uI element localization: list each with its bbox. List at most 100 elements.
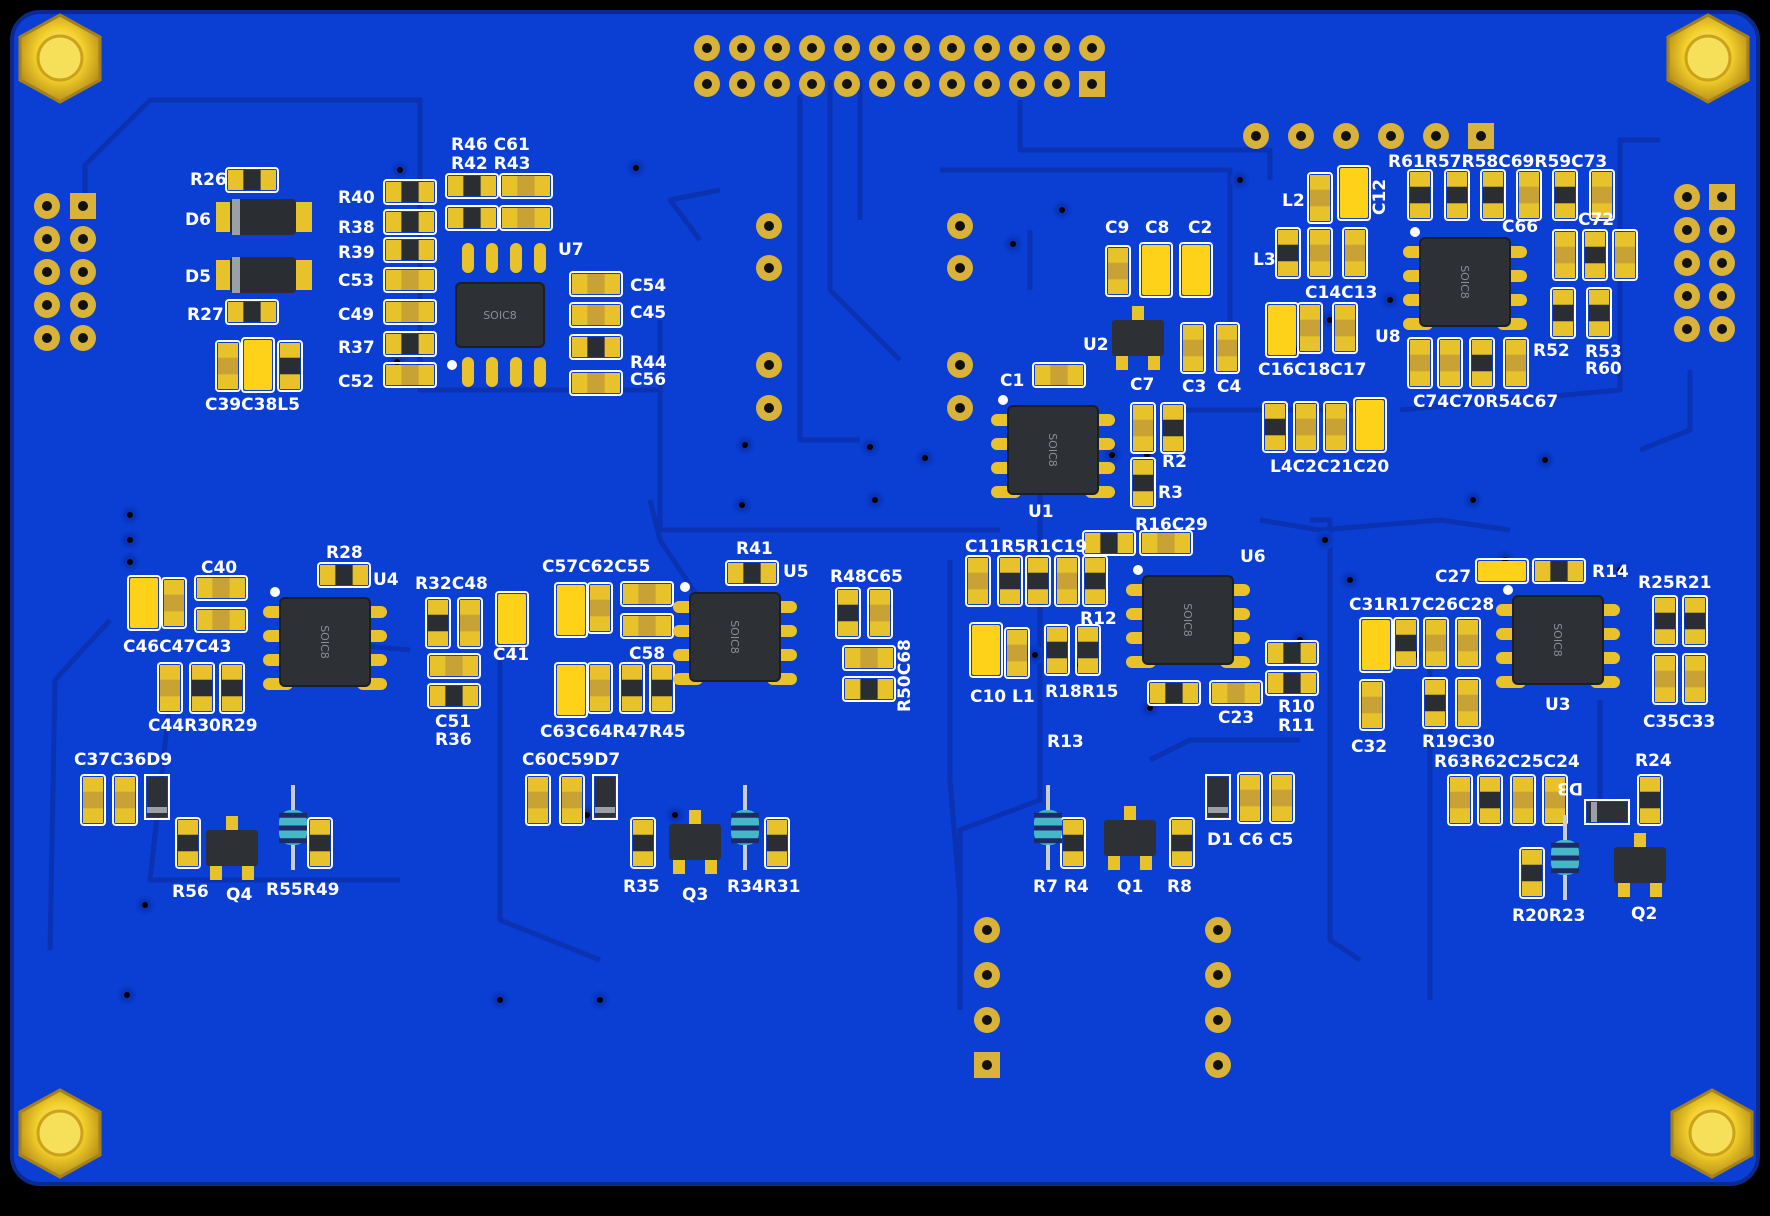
smd-resistor [1422, 677, 1448, 729]
tantalum-capacitor [241, 337, 275, 393]
smd-resistor [1082, 530, 1136, 556]
soic8-chip-icon: SOIC8 [1403, 227, 1527, 330]
pin-hole [1682, 291, 1692, 301]
pin-header-icon [34, 35, 1735, 1078]
ref-U6: U6 [1240, 547, 1266, 567]
pin-hole [1087, 43, 1097, 53]
tantalum-capacitor [554, 582, 588, 638]
smd-capacitor [1455, 677, 1481, 729]
pin-hole [1052, 79, 1062, 89]
pin-hole [1017, 79, 1027, 89]
smd-capacitor [1612, 229, 1638, 281]
axial-resistor-icon [1034, 785, 1062, 870]
pin-hole [737, 43, 747, 53]
via-hole [1059, 207, 1065, 213]
pin-hole [764, 403, 774, 413]
ref-R53: R53 [1585, 342, 1622, 362]
smd-capacitor [867, 587, 893, 639]
tantalum-capacitor [1337, 165, 1371, 221]
mounting-hole-icon [1666, 13, 1750, 104]
ref-R2: R2 [1162, 452, 1187, 472]
smd-resistor [1044, 624, 1070, 676]
ref-R10: R10 [1278, 697, 1315, 717]
smd-resistor [1265, 640, 1319, 666]
smd-resistor [1586, 287, 1612, 339]
ref-U5: U5 [783, 562, 809, 582]
ref-C9: C9 [1105, 218, 1129, 238]
smd-resistor [307, 817, 333, 869]
ref-U8: U8 [1375, 327, 1401, 347]
ref-R37: R37 [338, 338, 375, 358]
smd-capacitor [1269, 772, 1295, 824]
pin-hole [42, 333, 52, 343]
diode-icon [216, 257, 312, 293]
smd-resistor [842, 676, 896, 702]
smd-capacitor [569, 370, 623, 396]
smd-capacitor [157, 662, 183, 714]
smd-capacitor [1542, 774, 1568, 826]
svg-text:SOIC8: SOIC8 [1458, 265, 1471, 299]
smd-capacitor [1323, 401, 1349, 453]
svg-text:SOIC8: SOIC8 [1046, 433, 1059, 467]
smd-capacitor [1437, 337, 1463, 389]
pin-hole [1213, 1060, 1223, 1070]
smd-capacitor [1293, 401, 1319, 453]
diode-icon [1584, 799, 1630, 825]
via-hole [597, 997, 603, 1003]
ref-R38: R38 [338, 218, 375, 238]
mounting-hole-icon [18, 1088, 102, 1179]
diode-icon [144, 774, 170, 820]
ref-C23: C23 [1218, 708, 1254, 728]
tantalum-capacitor [1265, 302, 1299, 358]
pin-hole [947, 79, 957, 89]
pin-hole [42, 201, 52, 211]
ref-R18R15: R18R15 [1045, 682, 1119, 702]
smd-resistor [1652, 595, 1678, 647]
ref-R42R43: R42 R43 [451, 154, 530, 174]
ref-C14C13: C14C13 [1305, 283, 1377, 303]
soic8-chip-icon: SOIC8 [1496, 585, 1620, 688]
smd-capacitor [1407, 337, 1433, 389]
svg-text:SOIC8: SOIC8 [1181, 603, 1194, 637]
pin-hole [1717, 291, 1727, 301]
pin-hole [955, 221, 965, 231]
ref-C56: C56 [630, 370, 666, 390]
ref-U2: U2 [1083, 335, 1109, 355]
ref-R7R4: R7 R4 [1033, 877, 1089, 897]
smd-capacitor [1237, 772, 1263, 824]
pin-hole [1213, 1015, 1223, 1025]
smd-capacitor [1214, 322, 1240, 374]
pin-hole [1386, 131, 1396, 141]
ref-R55R49: R55R49 [266, 880, 340, 900]
ref-L3: L3 [1253, 250, 1276, 270]
smd-capacitor [1342, 227, 1368, 279]
ref-C2: C2 [1188, 218, 1212, 238]
ref-R3: R3 [1158, 483, 1183, 503]
pin-hole [42, 234, 52, 244]
soic8-chip-icon: SOIC8 [1126, 565, 1250, 668]
tantalum-capacitor [1139, 242, 1173, 298]
axial-resistor-icon [279, 785, 307, 870]
pin-hole [1213, 925, 1223, 935]
via-hole [1147, 705, 1153, 711]
ref-U7: U7 [558, 240, 584, 260]
ref-C8: C8 [1145, 218, 1169, 238]
smd-capacitor [1652, 653, 1678, 705]
ref-R35: R35 [623, 877, 660, 897]
smd-resistor [445, 173, 499, 199]
smd-capacitor [1297, 302, 1323, 354]
ref-Q2: Q2 [1631, 904, 1657, 924]
svg-text:SOIC8: SOIC8 [483, 309, 517, 322]
smd-capacitor [1589, 169, 1615, 221]
via-hole [127, 537, 133, 543]
smd-capacitor [1130, 402, 1156, 454]
pin-hole [982, 970, 992, 980]
ref-C60C59D7: C60C59D7 [522, 750, 620, 770]
pin-hole [807, 79, 817, 89]
ref-R50C68: R50C68 [895, 639, 915, 712]
ref-Q4: Q4 [226, 885, 252, 905]
ref-C32: C32 [1351, 737, 1387, 757]
ref-R13: R13 [1047, 732, 1084, 752]
smd-resistor [569, 334, 623, 360]
